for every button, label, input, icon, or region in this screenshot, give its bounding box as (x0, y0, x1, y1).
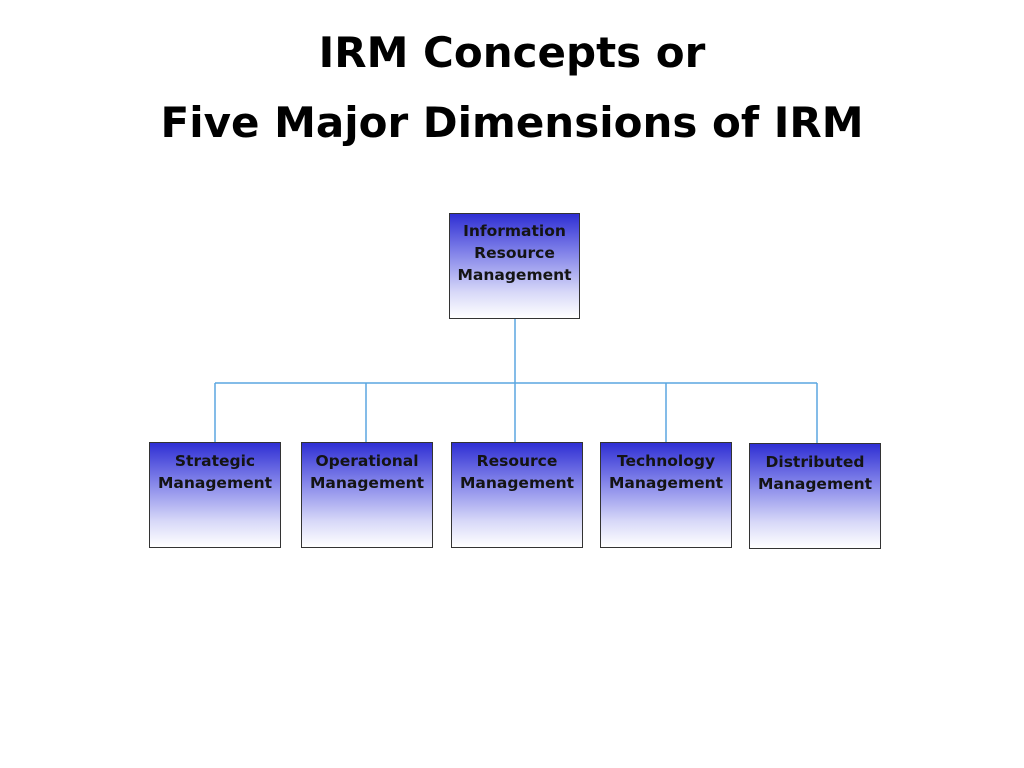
child-node-technology-management: Technology Management (600, 442, 732, 548)
root-node-information-resource-management: Information Resource Management (449, 213, 580, 319)
child-node-operational-management: Operational Management (301, 442, 433, 548)
slide-title: IRM Concepts or Five Major Dimensions of… (0, 18, 1024, 158)
slide-title-line-2: Five Major Dimensions of IRM (160, 98, 864, 147)
slide-title-line-1: IRM Concepts or (318, 28, 706, 77)
child-node-resource-management: Resource Management (451, 442, 583, 548)
child-node-strategic-management: Strategic Management (149, 442, 281, 548)
child-node-distributed-management: Distributed Management (749, 443, 881, 549)
